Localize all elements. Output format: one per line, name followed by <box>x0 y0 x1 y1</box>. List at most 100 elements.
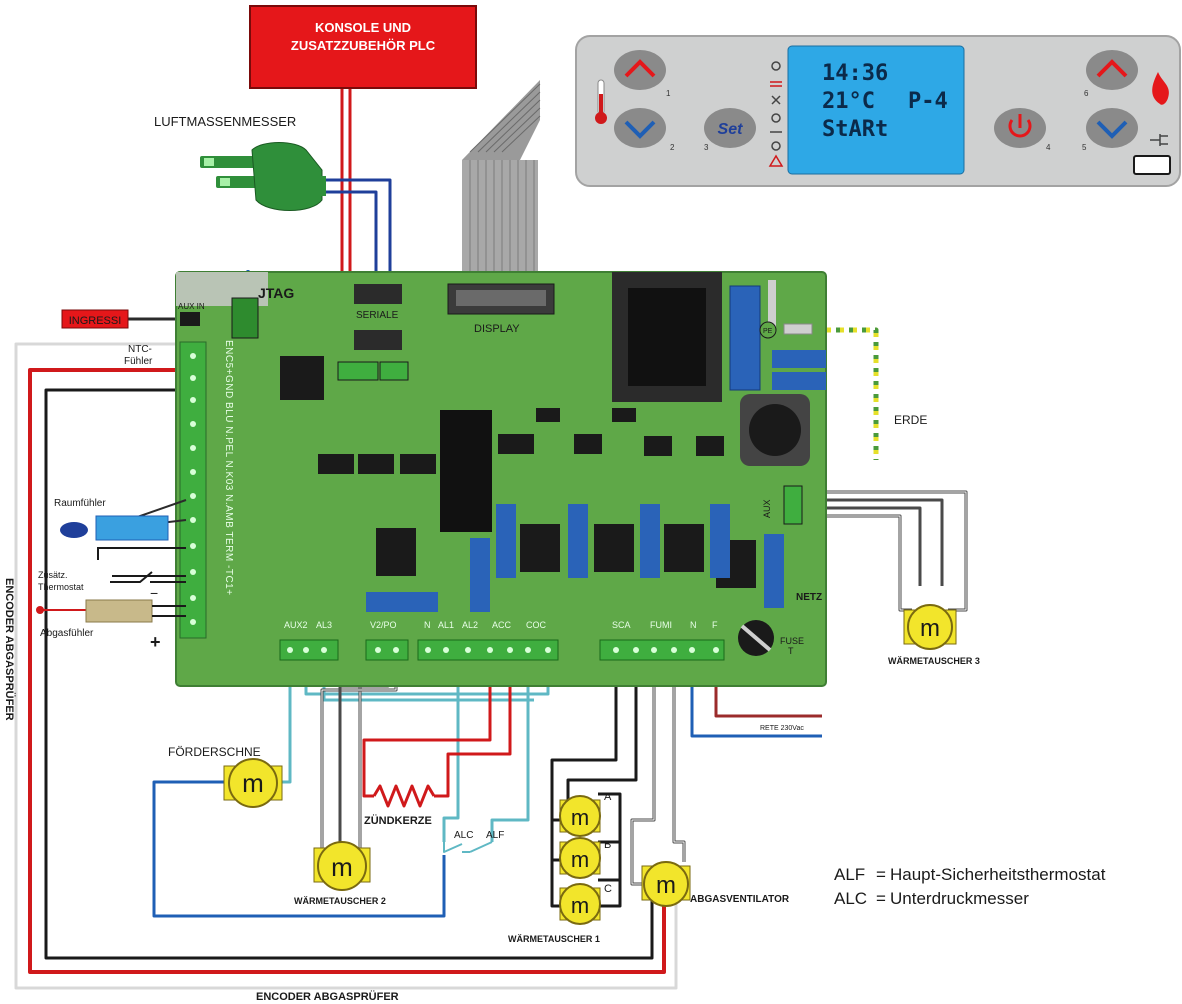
thermostat-label-2: Thermostat <box>38 582 84 592</box>
svg-text:=: = <box>876 865 886 884</box>
legend-key-alc: ALC <box>834 889 867 908</box>
pe-bar <box>783 323 813 335</box>
aux-label: AUX <box>762 499 772 518</box>
motor-glyph-a: m <box>571 805 589 830</box>
thermometer-icon <box>595 79 607 124</box>
glowplug-resistor <box>372 784 436 808</box>
legend: ALF = Haupt-Sicherheitsthermostat ALC = … <box>834 865 1106 908</box>
ntc-label-2: Fühler <box>124 356 153 367</box>
btn-temp-down[interactable] <box>614 108 666 148</box>
btn-power-up[interactable] <box>1086 50 1138 90</box>
plug-icon <box>1150 134 1168 146</box>
small-ics <box>318 408 756 588</box>
motor-he1-a: m <box>559 795 601 837</box>
encoder-wire-black <box>44 388 654 960</box>
ingressi-label: INGRESSI <box>69 315 122 327</box>
plc-label-1: KONSOLE UND <box>315 20 411 35</box>
room-sensor-label: Raumfühler <box>54 498 106 509</box>
btn-set[interactable]: Set <box>704 108 756 148</box>
set-label: Set <box>718 121 744 138</box>
left-terminal-strip <box>179 341 207 639</box>
lbl-fumi: FUMI <box>650 620 672 630</box>
motor-conveyor: m <box>223 758 283 808</box>
motor-glyph-fan: m <box>656 872 676 899</box>
legend-desc-alf: Haupt-Sicherheitsthermostat <box>890 865 1106 884</box>
lbl-n2: N <box>690 620 697 630</box>
he3-label: WÄRMETAUSCHER 3 <box>888 656 980 666</box>
plc-connector-2 <box>379 361 409 381</box>
serial-connector-1 <box>354 284 402 304</box>
btn-temp-up[interactable] <box>614 50 666 90</box>
btn-num-1: 1 <box>666 89 671 98</box>
air-mass-meter: LUFTMASSENMESSER <box>154 114 326 211</box>
exhaust-sensor <box>36 599 186 623</box>
lbl-f: F <box>712 620 718 630</box>
svg-text:PE: PE <box>763 328 773 335</box>
btn-power[interactable] <box>994 108 1046 148</box>
lcd-temp: 21°C <box>822 89 875 114</box>
encoder-wire-grey <box>14 342 678 990</box>
ingressi: INGRESSI <box>61 309 129 329</box>
aux-in-connector <box>180 312 200 326</box>
display-label: DISPLAY <box>474 323 520 335</box>
alc-switch <box>443 842 463 853</box>
plc-connector <box>337 361 379 381</box>
lbl-v2po: V2/PO <box>370 620 397 630</box>
airmass-wire-blue-2 <box>322 190 378 300</box>
encoder-side-label: ENCODER ABGASPRÜFER <box>3 578 16 721</box>
glowplug-wire-red-2 <box>434 656 512 798</box>
left-terminal-labels: ENC5+GND BLU N.PEL N.K03 N.AMB TERM -TC1… <box>223 340 234 596</box>
btn-num-3: 3 <box>704 143 709 152</box>
lbl-n: N <box>424 620 431 630</box>
earth-wire-green <box>810 327 879 460</box>
alf-wire-cyan <box>490 656 530 842</box>
aux-wire-4 <box>800 506 922 586</box>
motor-he1-b: m <box>559 837 601 879</box>
serial-connector-2 <box>354 330 402 350</box>
exhaust-sensor-label: Abgasfühler <box>40 628 94 639</box>
lcd-status: StARt <box>822 117 888 142</box>
netz-label: NETZ <box>796 592 822 603</box>
btn-num-5: 5 <box>1082 143 1087 152</box>
conveyor-wire-blue <box>152 780 446 918</box>
lcd-program: P-4 <box>908 89 948 114</box>
mains-label: RETE 230Vac <box>760 725 804 732</box>
btn-power-down[interactable] <box>1086 108 1138 148</box>
air-mass-label: LUFTMASSENMESSER <box>154 114 296 129</box>
ribbon-cable <box>462 80 541 288</box>
alf-label: ALF <box>486 830 504 841</box>
motor-c-label: C <box>604 883 612 895</box>
plc-label-2: ZUSATZZUBEHÖR PLC <box>291 38 436 53</box>
microcontroller <box>280 356 324 400</box>
motor-glyph-c: m <box>571 893 589 918</box>
legend-desc-alc: Unterdruckmesser <box>890 889 1029 908</box>
he1-wire-5 <box>598 792 622 908</box>
conveyor-label: FÖRDERSCHNE <box>168 745 261 759</box>
lbl-acc: ACC <box>492 620 512 630</box>
thermostat-switch <box>110 571 186 583</box>
he2-label: WÄRMETAUSCHER 2 <box>294 896 386 906</box>
black-wire-thermo <box>97 547 186 560</box>
fan-wire-2b <box>673 656 685 862</box>
aux-wire-3 <box>800 498 944 586</box>
motor-heat-exchanger-3: m <box>903 604 957 650</box>
motor-glyph-he3: m <box>920 615 940 642</box>
lcd-time: 14:36 <box>822 61 888 86</box>
flame-icon <box>1152 72 1169 105</box>
airmass-wire-blue-1 <box>322 178 392 300</box>
control-panel: 1 2 Set 3 14:36 21°C P-4 StARt <box>575 35 1181 187</box>
lcd-screen <box>787 45 965 175</box>
lbl-al2: AL2 <box>462 620 478 630</box>
lbl-al3: AL3 <box>316 620 332 630</box>
alc-wire-cyan <box>442 656 460 842</box>
room-sensor <box>60 499 187 541</box>
aux-terminal <box>783 485 803 525</box>
encoder-wire-red <box>28 368 666 974</box>
ir-window <box>1133 155 1171 175</box>
aux-wire-1b <box>800 491 967 611</box>
lbl-al1: AL1 <box>438 620 454 630</box>
pe-post <box>768 280 776 330</box>
seriale-label: SERIALE <box>356 310 399 321</box>
motor-b-label: B <box>604 839 611 851</box>
